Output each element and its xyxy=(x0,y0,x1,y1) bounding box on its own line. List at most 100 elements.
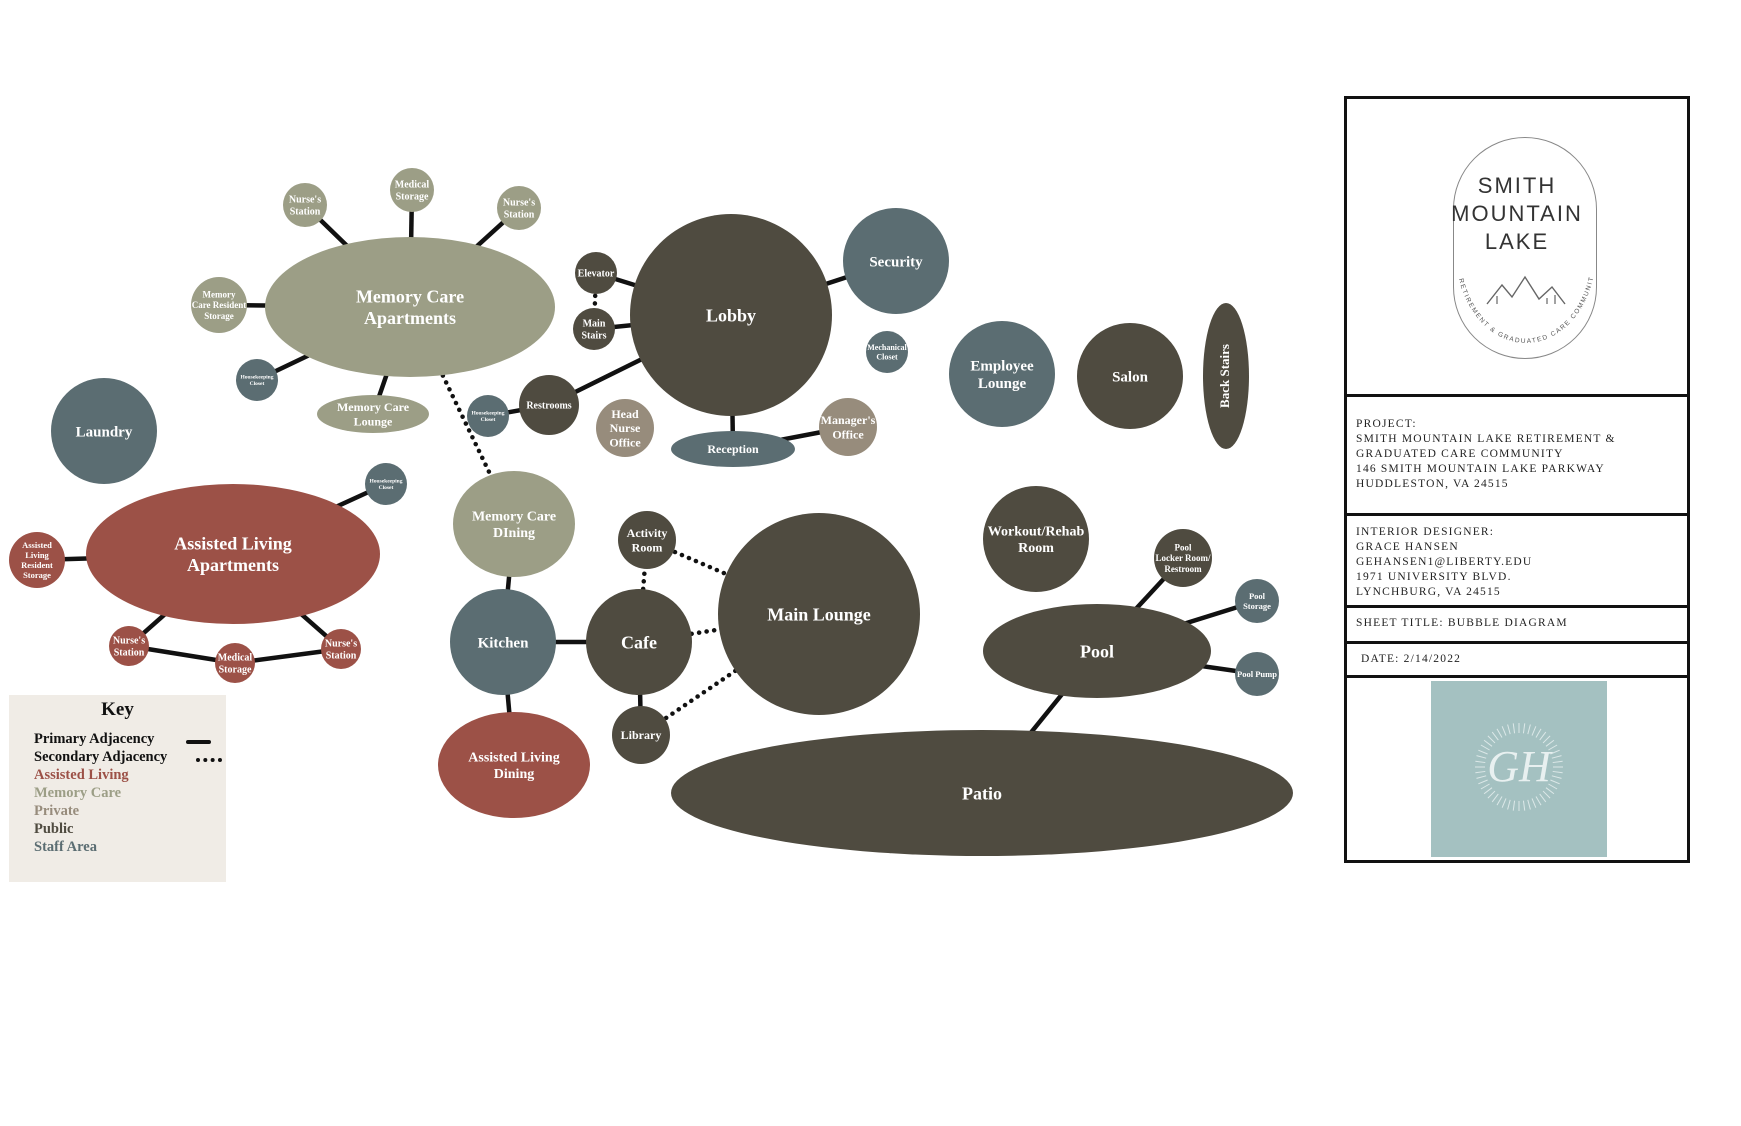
legend-assisted-living: Assisted Living xyxy=(34,767,129,783)
designer-name: GRACE HANSEN xyxy=(1356,541,1459,553)
designer-logo-initials: GH xyxy=(1487,742,1551,791)
bubble-shape-housekeeping-closet-lobby xyxy=(467,395,509,437)
logo-word-lake: LAKE xyxy=(1484,229,1550,254)
adjacency-secondary-library-to-main-lounge xyxy=(638,611,822,738)
bubble-shape-pool-pump xyxy=(1235,652,1279,696)
bubble-shape-managers-office xyxy=(819,398,877,456)
designer-address: 1971 UNIVERSITY BLVD. xyxy=(1356,571,1512,583)
bubble-label-salon: Salon xyxy=(1112,369,1149,385)
bubble-label-main-lounge: Main Lounge xyxy=(767,604,871,624)
bubble-shape-nurses-station-mc-1 xyxy=(283,183,327,227)
adjacency-secondary-activity-room-to-main-lounge xyxy=(644,537,822,617)
designer-email: GEHANSEN1@LIBERTY.EDU xyxy=(1356,556,1533,568)
bubble-restrooms: Restrooms xyxy=(519,375,579,435)
designer-logo: GH xyxy=(1431,681,1607,857)
bubble-lobby: Lobby xyxy=(630,214,832,416)
legend-staff-area: Staff Area xyxy=(34,839,97,855)
bubble-shape-head-nurse-office xyxy=(596,399,654,457)
designer-city: LYNCHBURG, VA 24515 xyxy=(1356,586,1501,598)
logo-oval xyxy=(1453,137,1597,359)
project-city: HUDDLESTON, VA 24515 xyxy=(1356,478,1509,490)
title-block: SMITH MOUNTAIN LAKE RETIREMENT & GRADUAT… xyxy=(1344,96,1690,863)
bubble-shape-main-lounge xyxy=(718,513,920,715)
designer-label: INTERIOR DESIGNER: xyxy=(1356,526,1495,538)
bubble-security: Security xyxy=(843,208,949,314)
bubble-label-library: Library xyxy=(621,728,662,742)
bubble-label-back-stairs: Back Stairs xyxy=(1217,344,1232,408)
bubble-shape-lobby xyxy=(630,214,832,416)
bubble-elevator: Elevator xyxy=(575,252,617,294)
bubble-main-lounge: Main Lounge xyxy=(718,513,920,715)
separator-5 xyxy=(1347,675,1687,678)
mountain-icon: RETIREMENT & GRADUATED CARE COMMUNITY xyxy=(1347,99,1594,345)
bubble-label-pool: Pool xyxy=(1080,641,1114,661)
sheet-title: SHEET TITLE: BUBBLE DIAGRAM xyxy=(1356,617,1568,629)
bubble-shape-cafe xyxy=(586,589,692,695)
designer-info: INTERIOR DESIGNER: GRACE HANSEN GEHANSEN… xyxy=(1356,525,1532,600)
bubble-kitchen: Kitchen xyxy=(450,589,556,695)
bubble-shape-elevator xyxy=(575,252,617,294)
bubble-shape-main-stairs xyxy=(573,308,615,350)
legend-dotted-line xyxy=(196,758,222,762)
separator-1 xyxy=(1347,394,1687,397)
legend-memory-care: Memory Care xyxy=(34,785,122,801)
bubble-salon: Salon xyxy=(1077,323,1183,429)
bubble-shape-pool-storage xyxy=(1235,579,1279,623)
legend-title: Key xyxy=(101,699,134,720)
project-info: PROJECT: SMITH MOUNTAIN LAKE RETIREMENT … xyxy=(1356,417,1616,492)
bubble-shape-memory-care-apartments xyxy=(265,237,555,377)
bubble-shape-activity-room xyxy=(618,511,676,569)
bubble-shape-medical-storage-mc xyxy=(390,168,434,212)
bubble-shape-assisted-living-apartments xyxy=(86,484,380,624)
bubble-label-reception: Reception xyxy=(707,442,759,456)
bubble-shape-patio xyxy=(671,730,1293,856)
bubble-shape-salon xyxy=(1077,323,1183,429)
legend-primary-adjacency: Primary Adjacency xyxy=(34,731,155,747)
bubble-shape-kitchen xyxy=(450,589,556,695)
bubble-laundry: Laundry xyxy=(51,378,157,484)
bubble-shape-employee-lounge xyxy=(949,321,1055,427)
bubble-shape-pool-locker-room xyxy=(1154,529,1212,587)
bubble-shape-nurses-station-al-1 xyxy=(109,626,149,666)
bubble-shape-housekeeping-closet-mc xyxy=(236,359,278,401)
bubble-label-cafe: Cafe xyxy=(621,632,657,652)
bubble-label-restrooms: Restrooms xyxy=(526,401,571,412)
project-label: PROJECT: xyxy=(1356,418,1417,430)
bubble-library: Library xyxy=(612,706,670,764)
sunburst-icon xyxy=(1475,723,1563,811)
bubble-label-pool-pump: Pool Pump xyxy=(1237,669,1277,679)
